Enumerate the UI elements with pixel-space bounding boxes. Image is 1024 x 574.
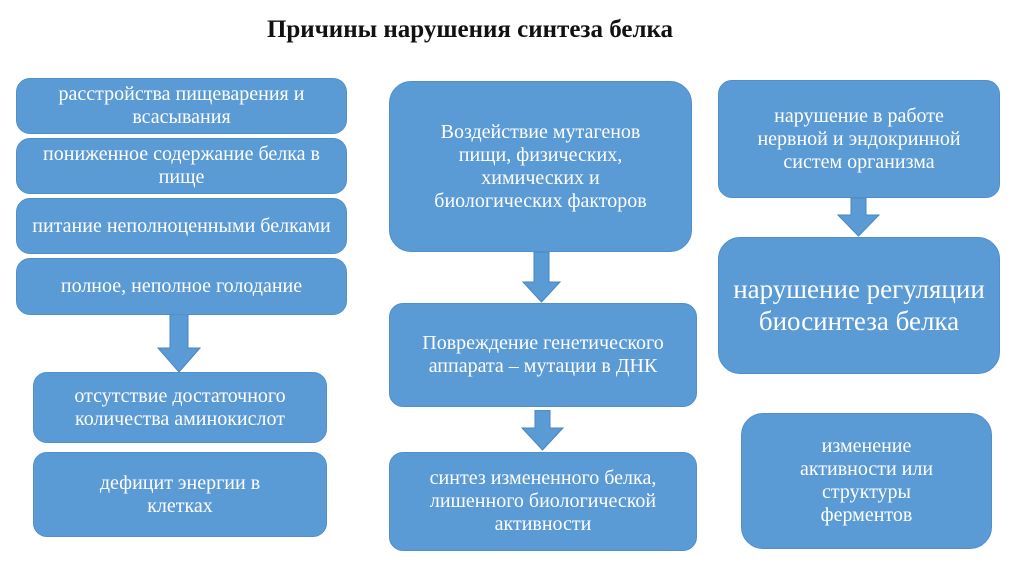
arrow-down-icon [837,198,881,237]
cause-box-incomplete-protein: питание неполноценными белками [16,198,347,254]
cause-text: пониженное содержание белка в пище [43,143,320,188]
cause-text: полное, неполное голодание [60,275,303,297]
cause-text: питание неполноценными белками [32,214,331,237]
regulation-disorder-box: нарушение регуляции биосинтеза белка [718,237,1000,374]
cause-text: расстройства пищеварения и всасывания [58,83,305,128]
result-box-amino-acids: отсутствие достаточного количества амино… [33,372,327,443]
regulation-disorder-text: нарушение регуляции биосинтеза белка [733,274,985,336]
mutagens-box: Воздействие мутагенов пищи, физических, … [389,81,692,252]
arrow-down-icon [521,410,565,451]
arrow-down-icon [156,314,202,373]
result-text: отсутствие достаточного количества амино… [74,384,286,430]
page-title: Причины нарушения синтеза белка [266,16,674,43]
dna-damage-box: Повреждение генетического аппарата – мут… [389,303,697,407]
nervous-endocrine-box: нарушение в работе нервной и эндокринной… [718,80,1000,198]
cause-box-digestion: расстройства пищеварения и всасывания [16,78,347,134]
altered-protein-text: синтез измененного белка, лишенного биол… [429,467,657,535]
result-box-energy-deficit: дефицит энергии в клетках [33,452,327,537]
cause-box-low-protein: пониженное содержание белка в пище [16,138,347,194]
result-text: дефицит энергии в клетках [99,471,261,517]
arrow-down-icon [522,252,562,303]
nervous-endocrine-text: нарушение в работе нервной и эндокринной… [757,104,961,173]
altered-protein-box: синтез измененного белка, лишенного биол… [389,452,697,551]
cause-box-starvation: полное, неполное голодание [16,258,347,315]
enzyme-change-box: изменение активности или структуры ферме… [741,413,992,549]
dna-damage-text: Повреждение генетического аппарата – мут… [422,332,664,377]
mutagens-text: Воздействие мутагенов пищи, физических, … [434,120,647,212]
enzyme-change-text: изменение активности или структуры ферме… [799,435,934,526]
